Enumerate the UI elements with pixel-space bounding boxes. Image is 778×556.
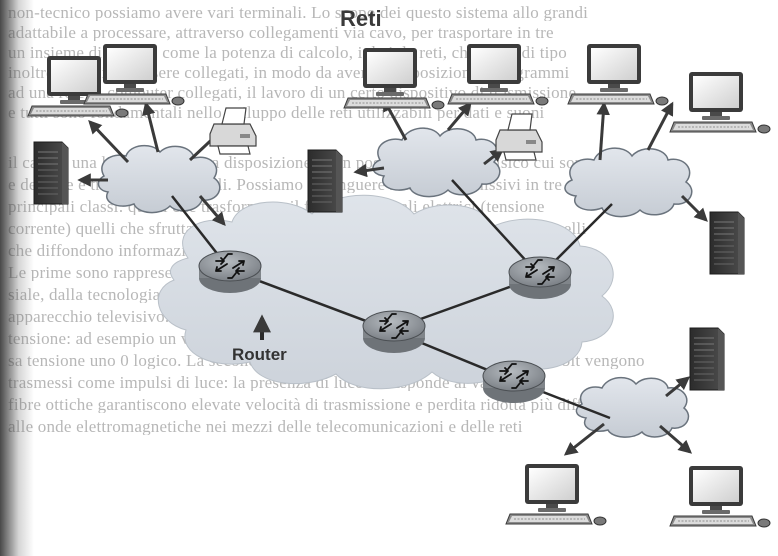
arrow-to-pc-bottom-left bbox=[563, 422, 605, 456]
router-icon bbox=[508, 256, 572, 300]
local-network-cloud-right bbox=[564, 147, 693, 218]
arrow-to-pc-left bbox=[88, 120, 130, 164]
device-arrows bbox=[77, 97, 708, 456]
printer-icon bbox=[209, 107, 257, 155]
arrow-to-pc-right bbox=[596, 101, 610, 161]
local-network-cloud-center bbox=[372, 127, 501, 198]
server-tower-icon bbox=[307, 149, 343, 213]
arrow-to-pc-bottom-right bbox=[659, 424, 693, 454]
server-tower-icon bbox=[689, 327, 725, 391]
server-tower-icon bbox=[33, 141, 69, 205]
router-icon bbox=[362, 310, 426, 354]
arrow-to-server-center bbox=[353, 163, 385, 178]
arrow-to-pc-left-2 bbox=[142, 101, 160, 153]
computer-icon bbox=[505, 463, 607, 526]
local-network-cloud-bottom bbox=[575, 376, 690, 438]
arrow-to-router-left bbox=[198, 195, 226, 227]
arrow-to-pc-center-right bbox=[446, 101, 472, 131]
arrow-to-server-bottom bbox=[665, 376, 691, 398]
computer-icon bbox=[669, 71, 771, 134]
computer-icon bbox=[447, 43, 549, 106]
router-label: Router bbox=[232, 345, 287, 364]
server-tower-icon bbox=[709, 211, 745, 275]
computer-icon bbox=[567, 43, 669, 106]
router-icon bbox=[198, 250, 262, 294]
arrow-to-pc-far-right bbox=[646, 101, 674, 151]
diagram-title: Reti bbox=[340, 6, 382, 31]
router-icon bbox=[482, 360, 546, 404]
computer-icon bbox=[669, 465, 771, 528]
printer-icon bbox=[495, 113, 543, 161]
local-network-cloud-left bbox=[97, 144, 221, 214]
computer-icon bbox=[343, 47, 445, 110]
arrow-to-server-right bbox=[680, 194, 708, 222]
